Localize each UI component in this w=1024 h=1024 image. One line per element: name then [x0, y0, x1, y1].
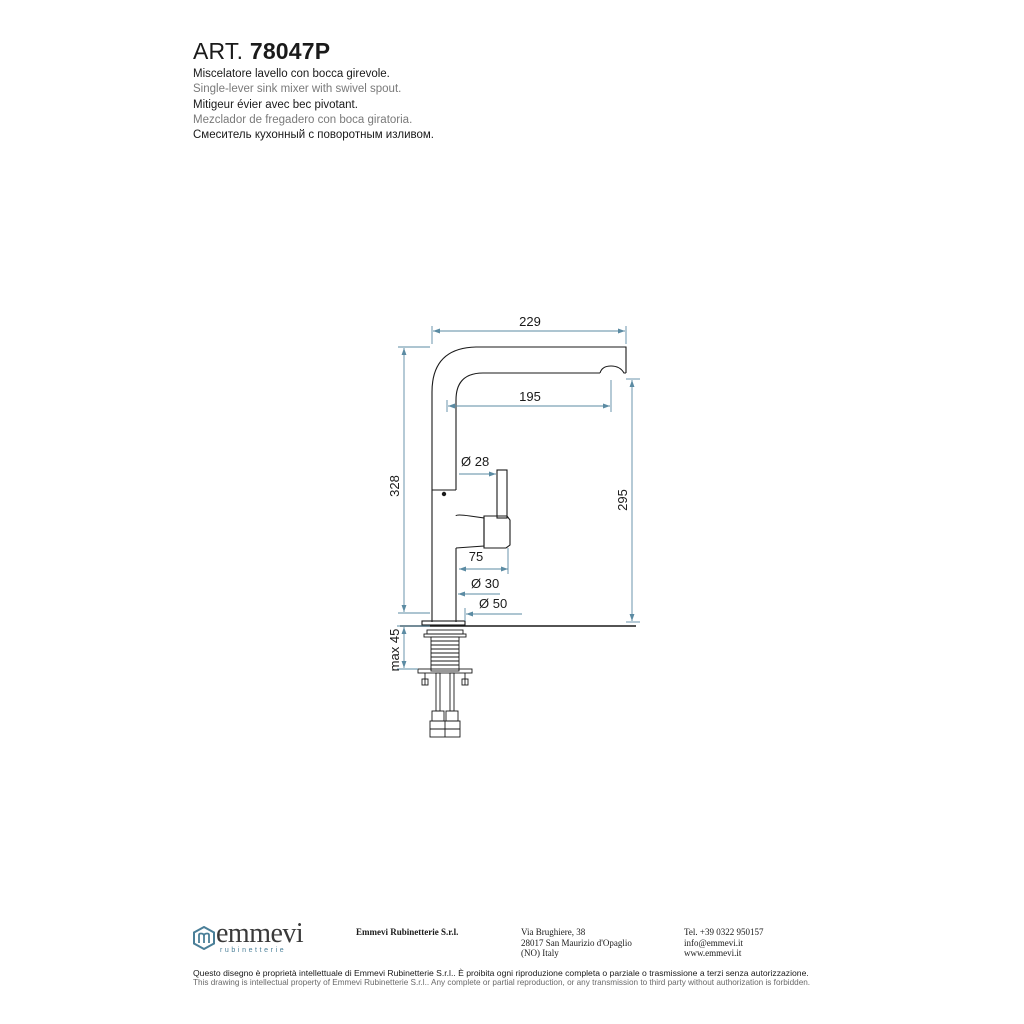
description-en: Single-lever sink mixer with swivel spou… — [193, 83, 402, 96]
contact-website[interactable]: www.emmevi.it — [684, 948, 742, 958]
faucet-body-outer — [431, 346, 627, 622]
dim-base-diameter: Ø 50 — [479, 596, 507, 611]
article-number: ART. 78047P — [193, 38, 434, 65]
description-ru: Смеситель кухонный с поворотным изливом. — [193, 129, 434, 142]
lever-handle — [496, 469, 508, 519]
footer: emmevi rubinetterie Emmevi Rubinetterie … — [193, 918, 833, 958]
fixing-assembly — [417, 629, 473, 738]
faucet-body-inner — [455, 372, 600, 490]
legal-notice: Questo disegno è proprietà intellettuale… — [193, 968, 833, 988]
legal-notice-it: Questo disegno è proprietà intellettuale… — [193, 968, 809, 978]
contact-email[interactable]: info@emmevi.it — [684, 937, 744, 948]
legal-notice-en: This drawing is intellectual property of… — [193, 978, 811, 987]
description-es: Mezclador de fregadero con boca giratori… — [193, 113, 413, 126]
cartridge-body — [455, 514, 485, 549]
lever-base — [483, 515, 511, 549]
company-contact: Tel. +39 0322 950157 info@emmevi.it www.… — [684, 927, 763, 959]
faucet-outline — [421, 346, 627, 626]
aerator — [599, 365, 626, 374]
header: ART. 78047P Miscelatore lavello con bocc… — [193, 38, 434, 143]
article-code: 78047P — [249, 38, 331, 64]
address-line: Via Brughiere, 38 — [521, 927, 586, 937]
dim-lever-reach: 75 — [469, 549, 483, 564]
company-name: Emmevi Rubinetterie S.r.l. — [356, 927, 459, 937]
dim-spout-reach: 195 — [519, 389, 541, 404]
body-dot — [441, 491, 447, 497]
dim-spout-height: 295 — [615, 489, 630, 511]
dim-total-height: 328 — [387, 475, 402, 497]
dim-body-diameter: Ø 30 — [471, 576, 499, 591]
address-line: (NO) Italy — [521, 948, 559, 958]
dimension-labels: 229 195 328 295 Ø 28 75 Ø 30 Ø 50 max 45 — [387, 314, 630, 671]
logo-hexagon-icon — [193, 926, 215, 950]
description-it: Miscelatore lavello con bocca girevole. — [193, 68, 390, 80]
logo-wordmark: emmevi — [216, 918, 304, 949]
contact-phone: Tel. +39 0322 950157 — [684, 927, 764, 937]
base-flange — [421, 620, 466, 626]
address-line: 28017 San Maurizio d'Opaglio — [521, 937, 632, 948]
logo-subtitle: rubinetterie — [220, 947, 287, 954]
article-prefix: ART. — [193, 38, 244, 64]
dim-lever-diameter: Ø 28 — [461, 454, 489, 469]
dim-max-counter: max 45 — [387, 629, 402, 672]
dim-total-width: 229 — [519, 314, 541, 329]
dimension-lines — [397, 326, 640, 670]
description-fr: Mitigeur évier avec bec pivotant. — [193, 98, 358, 111]
company-address: Via Brughiere, 38 28017 San Maurizio d'O… — [521, 927, 632, 959]
emmevi-logo: emmevi rubinetterie — [193, 918, 318, 956]
